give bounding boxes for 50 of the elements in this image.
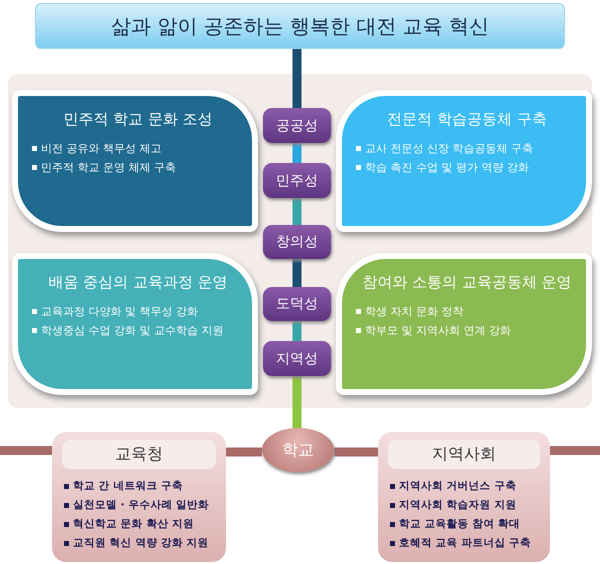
connector-line bbox=[292, 49, 302, 108]
bullet-item: 학생 자치 문화 정착 bbox=[356, 304, 578, 319]
connector-line bbox=[292, 198, 302, 225]
label: 공공성 bbox=[276, 116, 318, 134]
connector-line bbox=[292, 321, 302, 341]
connector-line bbox=[334, 448, 378, 456]
connector-line bbox=[226, 448, 262, 456]
label: 창의성 bbox=[276, 233, 318, 251]
heading: 전문적 학습공동체 구축 bbox=[386, 110, 548, 129]
label: 삶과 앎이 공존하는 행복한 대전 교육 혁신 bbox=[110, 12, 490, 40]
bullet-item: 혁신학교 문화 확산 지원 bbox=[64, 517, 216, 531]
bullet-item: 학생중심 수업 강화 및 교수학습 지원 bbox=[32, 323, 244, 338]
value-box bbox=[263, 225, 331, 259]
bullet-item: 지역사회 거버넌스 구축 bbox=[390, 479, 540, 493]
value-box bbox=[263, 341, 331, 376]
heading: 참여와 소통의 교육공동체 운영 bbox=[361, 273, 573, 292]
label: 도덕성 bbox=[276, 295, 318, 313]
heading: 교육청 bbox=[62, 440, 216, 469]
bullet-item: 교육과정 다양화 및 책무성 강화 bbox=[32, 304, 244, 319]
bullet-item: 학교 교육활동 참여 확대 bbox=[390, 517, 540, 531]
bullet-item: 교직원 혁신 역량 강화 지원 bbox=[64, 536, 216, 550]
value-box bbox=[263, 108, 331, 143]
bullet-item: 민주적 학교 운영 체제 구축 bbox=[32, 160, 244, 175]
label: 민주성 bbox=[276, 172, 318, 190]
bullet-item: 학부모 및 지역사회 연계 강화 bbox=[356, 323, 578, 338]
partner-card bbox=[52, 432, 226, 562]
goal-card bbox=[336, 90, 592, 232]
school-ellipse bbox=[262, 428, 334, 472]
bullet-item: 교사 전문성 신장 학습공동체 구축 bbox=[356, 141, 578, 156]
title-banner bbox=[35, 3, 565, 49]
bullet-item: 호혜적 교육 파트너십 구축 bbox=[390, 536, 540, 550]
heading: 지역사회 bbox=[388, 440, 540, 469]
bullet-item: 학습 촉진 수업 및 평가 역량 강화 bbox=[356, 160, 578, 175]
goal-card bbox=[12, 253, 258, 395]
connector-line bbox=[292, 259, 302, 287]
bullet-item: 지역사회 학습자원 지원 bbox=[390, 498, 540, 512]
bullet-item: 비전 공유와 책무성 제고 bbox=[32, 141, 244, 156]
goal-card bbox=[12, 90, 258, 232]
heading: 배움 중심의 교육과정 운영 bbox=[47, 273, 229, 292]
label: 학교 bbox=[282, 440, 314, 460]
value-box bbox=[263, 287, 331, 321]
goal-card bbox=[336, 253, 592, 395]
bullet-item: 학교 간 네트워크 구축 bbox=[64, 479, 216, 493]
connector-line bbox=[292, 143, 302, 163]
label: 지역성 bbox=[276, 350, 318, 368]
heading: 민주적 학교 문화 조성 bbox=[62, 110, 214, 129]
partner-card bbox=[378, 432, 550, 562]
bullet-item: 실천모델 · 우수사례 일반화 bbox=[64, 498, 216, 512]
connector-line bbox=[292, 376, 302, 428]
value-box bbox=[263, 163, 331, 198]
